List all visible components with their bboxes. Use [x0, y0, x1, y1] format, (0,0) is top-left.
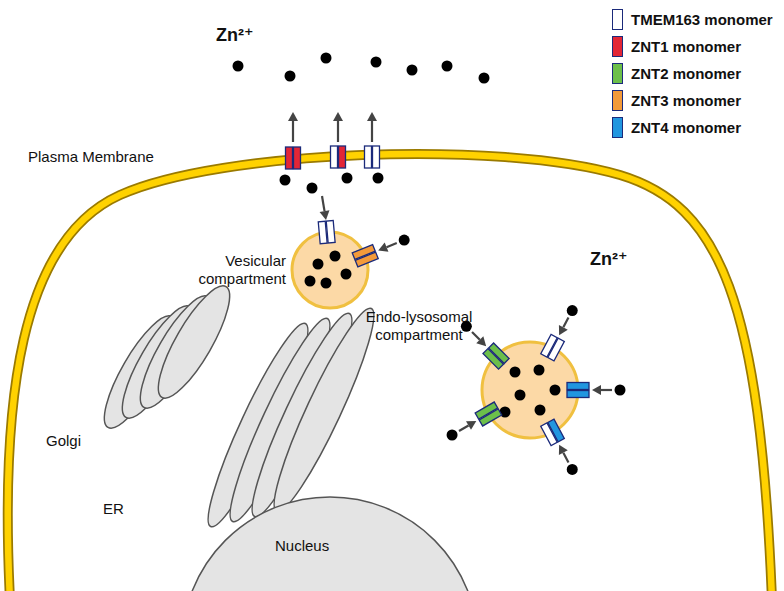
legend-row: TMEM163 monomer [612, 6, 773, 33]
text-label: Plasma Membrane [28, 148, 154, 166]
golgi-stack [92, 278, 241, 437]
legend-row: ZNT1 monomer [612, 33, 773, 60]
er-stack [195, 301, 386, 533]
text-label: Golgi [46, 432, 81, 450]
legend-swatch [612, 90, 623, 111]
vesicle-circle: Vesicular compartment [190, 226, 370, 314]
compartment-label: Nucleus [275, 537, 355, 555]
text-label: ER [103, 500, 124, 518]
legend-row: ZNT3 monomer [612, 87, 773, 114]
legend-swatch [612, 63, 623, 84]
legend-text: ZNT4 monomer [631, 119, 741, 136]
membrane-transporters [286, 112, 380, 220]
legend-text: ZNT1 monomer [631, 38, 741, 55]
lysosome-circle: Endo-lysosomal compartment [355, 300, 585, 440]
legend-text: TMEM163 monomer [631, 11, 773, 28]
legend-swatch [612, 9, 623, 30]
legend: TMEM163 monomerZNT1 monomerZNT2 monomerZ… [612, 6, 773, 141]
nucleus-shape: Nucleus [180, 495, 500, 591]
legend-swatch [612, 36, 623, 57]
legend-text: ZNT3 monomer [631, 92, 741, 109]
text-label: Zn²⁺ [216, 26, 254, 44]
zinc-ions [233, 53, 490, 194]
legend-row: ZNT2 monomer [612, 60, 773, 87]
compartment-label: Endo-lysosomal compartment [355, 308, 483, 344]
text-label: Zn²⁺ [590, 250, 628, 268]
legend-text: ZNT2 monomer [631, 65, 741, 82]
legend-swatch [612, 117, 623, 138]
legend-row: ZNT4 monomer [612, 114, 773, 141]
nucleus-shape-outline [180, 495, 500, 591]
compartment-label: Vesicular compartment [190, 252, 286, 288]
